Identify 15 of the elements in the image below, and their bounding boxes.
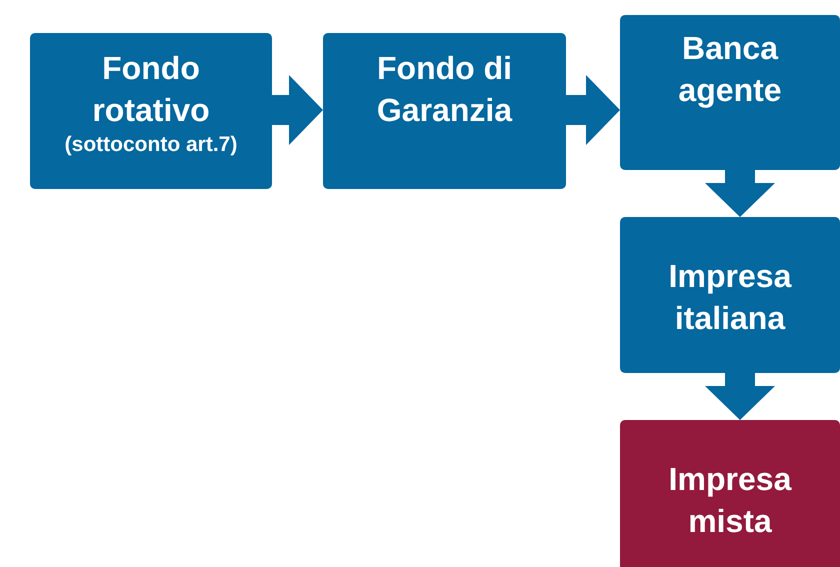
box-title: Fondo di Garanzia bbox=[376, 49, 514, 130]
process-box bbox=[620, 217, 840, 373]
box-title: Fondo rotativo bbox=[91, 49, 211, 130]
block-arrow bbox=[705, 373, 775, 420]
process-box bbox=[30, 33, 272, 189]
process-box bbox=[620, 15, 840, 170]
block-arrow bbox=[272, 75, 323, 145]
process-box bbox=[323, 33, 566, 189]
process-box bbox=[620, 420, 840, 567]
block-arrow bbox=[566, 75, 620, 145]
block-arrow bbox=[705, 170, 775, 217]
box-title: Impresa italiana bbox=[668, 257, 793, 338]
box-subtitle: (sottoconto art.7) bbox=[64, 132, 238, 158]
box-title: Banca agente bbox=[677, 29, 783, 110]
box-title: Impresa mista bbox=[668, 460, 793, 541]
